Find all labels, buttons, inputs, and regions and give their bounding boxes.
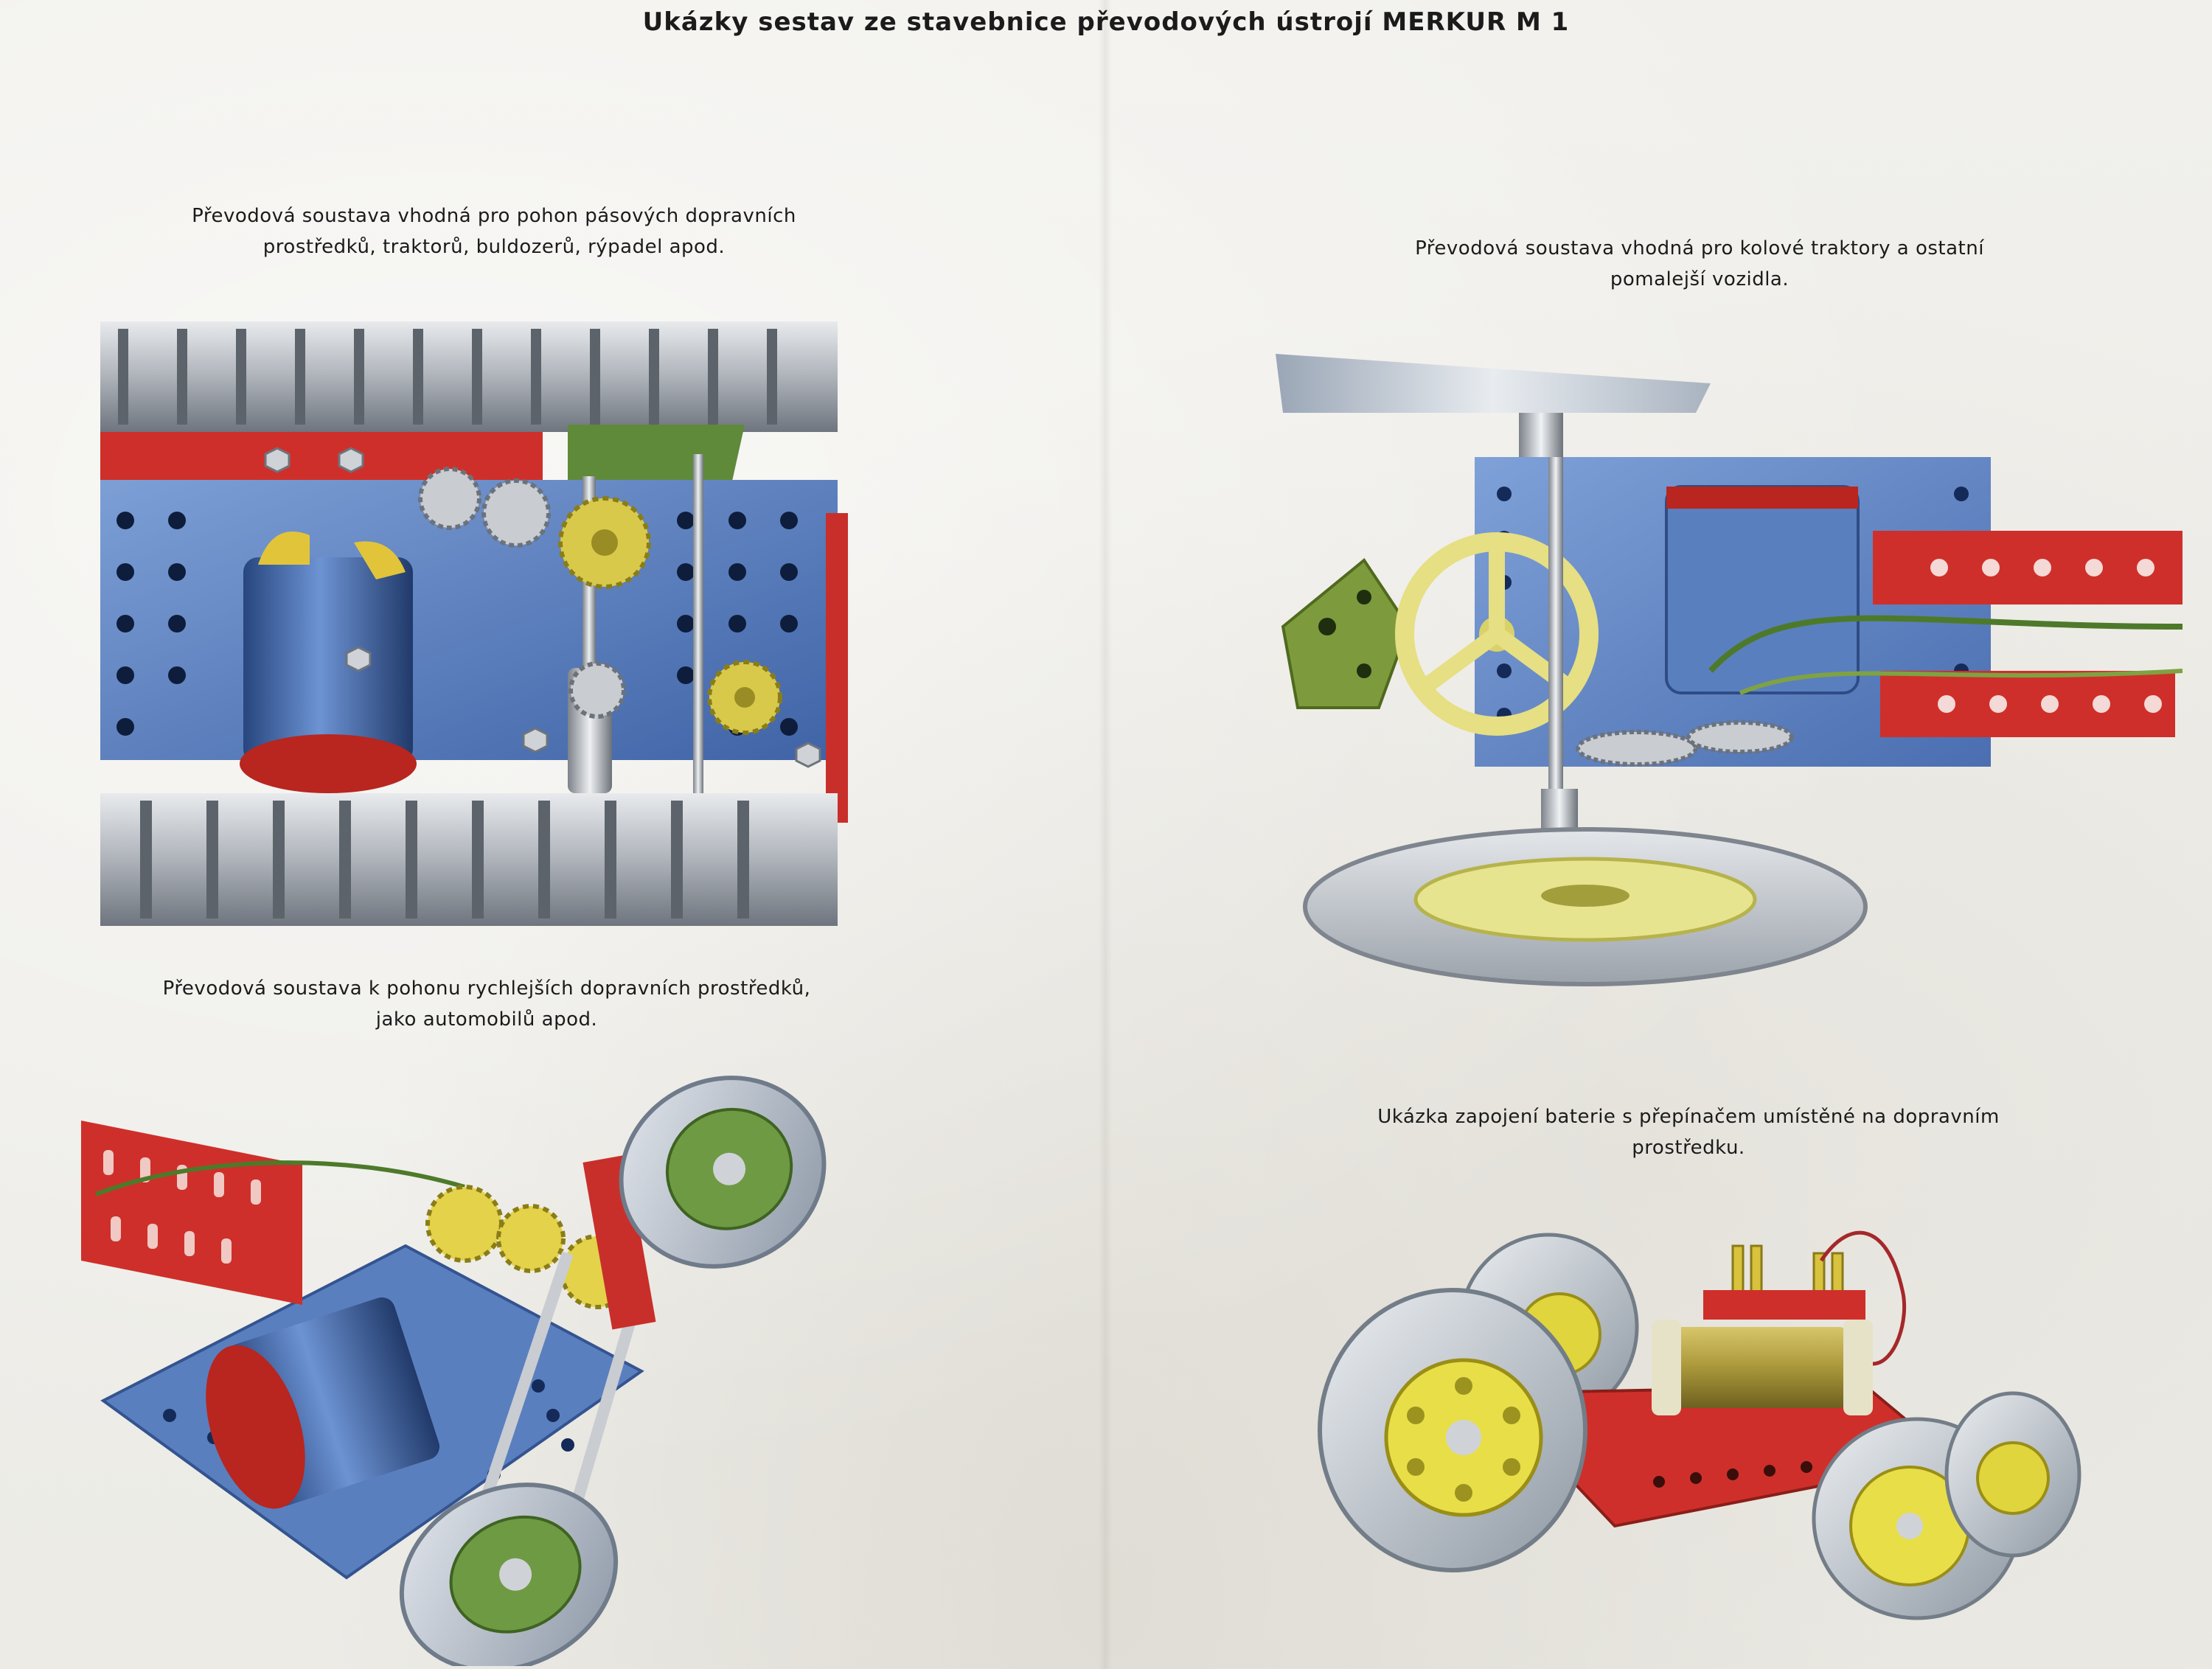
front-wheel	[399, 1482, 619, 1666]
top-track-ribs	[118, 329, 777, 425]
rear-wheel	[619, 1076, 827, 1269]
gear	[558, 496, 651, 589]
rear-far-small-rim	[1976, 1441, 2050, 1515]
battery-cap	[1843, 1320, 1873, 1415]
wire	[1739, 669, 2183, 695]
tractor-gearbox-svg	[1276, 354, 2183, 986]
wheel-hub	[1896, 1513, 1923, 1539]
gear	[1686, 720, 1794, 754]
gear	[425, 1185, 504, 1263]
red-frame	[81, 1121, 302, 1305]
battery-cap	[1652, 1320, 1681, 1415]
caption-wheeled-tractor: Převodová soustava vhodná pro kolové tra…	[1320, 233, 2079, 295]
caption-line: jako automobilů apod.	[375, 1008, 598, 1031]
red-strip-upper	[1873, 531, 2183, 604]
fast-drive-svg	[81, 1076, 827, 1666]
plate-holes	[1318, 590, 1371, 678]
motor-body	[1665, 485, 1860, 694]
wire	[94, 1160, 465, 1196]
illustration-tracked-gearbox	[96, 321, 848, 926]
red-bracket	[582, 1154, 656, 1330]
caption-tracked-drive: Převodová soustava vhodná pro pohon páso…	[125, 201, 863, 262]
top-track	[100, 321, 838, 432]
page-title: Ukázky sestav ze stavebnice převodových …	[642, 7, 1570, 37]
caption-line: prostředku.	[1632, 1137, 1745, 1159]
gear	[568, 661, 626, 719]
gear	[496, 1204, 566, 1273]
wire	[1708, 615, 2183, 673]
chassis-holes	[1653, 1461, 1812, 1488]
tracked-gearbox-svg	[100, 321, 848, 926]
caption-line: pomalejší vozidla.	[1610, 268, 1790, 290]
hex-nuts	[264, 447, 821, 768]
motor-brush	[354, 541, 406, 579]
motor-brush	[258, 532, 310, 565]
caption-line: Převodová soustava k pohonu rychlejších …	[162, 978, 811, 1000]
center-fold	[1099, 0, 1112, 1669]
motor-end-cap	[240, 734, 417, 793]
drive-shaft	[693, 454, 703, 837]
strip-holes	[1930, 559, 2162, 713]
gear	[707, 660, 782, 735]
motor	[206, 1297, 440, 1509]
wire	[1819, 1230, 1907, 1366]
bottom-track-ribs	[140, 801, 749, 919]
bottom-track	[100, 793, 838, 926]
caption-line: Ukázka zapojení baterie s přepínačem umí…	[1377, 1106, 2000, 1128]
motor-band	[1666, 487, 1858, 509]
red-frame	[826, 513, 848, 823]
switch-base	[1703, 1290, 1865, 1320]
seat-post	[1519, 413, 1563, 457]
motor-body	[243, 557, 413, 764]
wheel-hub	[1541, 885, 1630, 907]
battery	[1659, 1327, 1851, 1408]
illustration-fast-drive	[81, 1062, 863, 1666]
rim-holes	[1407, 1377, 1520, 1502]
gear	[1576, 730, 1698, 767]
gear	[481, 478, 551, 548]
gear	[418, 467, 481, 530]
red-strip	[100, 432, 543, 484]
caption-line: Převodová soustava vhodná pro pohon páso…	[192, 205, 796, 227]
red-strip-lower	[1880, 671, 2175, 737]
caption-battery-switch: Ukázka zapojení baterie s přepínačem umí…	[1320, 1101, 2057, 1163]
illustration-tractor-gearbox	[1268, 346, 2183, 995]
caption-fast-vehicles: Převodová soustava k pohonu rychlejších …	[118, 973, 855, 1035]
caption-line: Převodová soustava vhodná pro kolové tra…	[1415, 237, 1984, 259]
seat-blade	[1276, 354, 1711, 413]
illustration-battery-vehicle	[1305, 1216, 2087, 1629]
wheel-hub	[1446, 1420, 1481, 1455]
battery-vehicle-svg	[1318, 1230, 2081, 1620]
caption-line: prostředků, traktorů, buldozerů, rýpadel…	[262, 236, 726, 258]
green-plate	[1281, 558, 1411, 709]
drive-shaft	[473, 1251, 574, 1521]
steering-wheel	[1395, 532, 1599, 736]
steering-column	[1548, 457, 1563, 811]
